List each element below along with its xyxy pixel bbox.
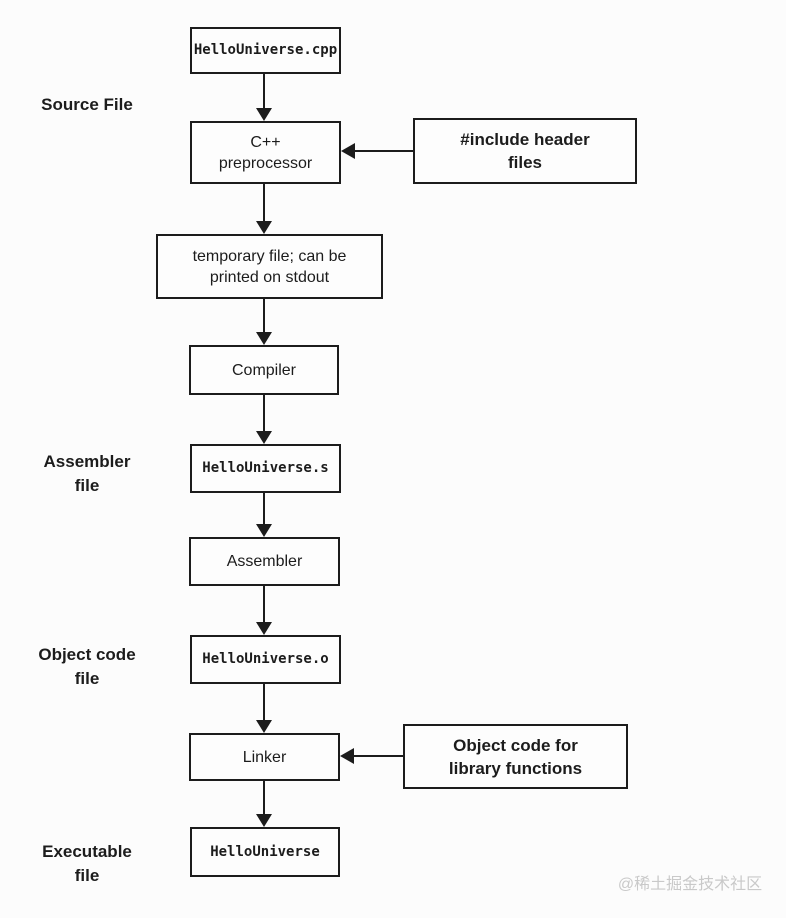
label-assembler-file: Assembler file: [43, 452, 131, 495]
arrow-down-linker-to-executable: [263, 781, 265, 814]
node-library-objects-box: Object code for library functions: [403, 724, 628, 789]
arrow-left-libobjects-to-linker: [354, 755, 403, 757]
node-include-headers-box: #include header files: [413, 118, 637, 184]
node-object-file-box: HelloUniverse.o: [190, 635, 341, 684]
node-preprocessor-box: C++ preprocessor: [190, 121, 341, 184]
node-linker-box: Linker: [189, 733, 340, 781]
arrow-down-cpp-to-preprocessor: [263, 74, 265, 108]
watermark-text: @稀土掘金技术社区: [617, 876, 763, 893]
arrow-down-assembler-to-objfile: [263, 586, 265, 622]
node-executable-box: HelloUniverse: [190, 827, 340, 877]
arrow-left-headers-to-preprocessor: [355, 150, 413, 152]
label-source-file: Source File: [41, 95, 133, 114]
node-assembler-file-box: HelloUniverse.s: [190, 444, 341, 493]
node-compiler-box: Compiler: [189, 345, 339, 395]
arrow-down-preprocessor-to-temp: [263, 184, 265, 221]
node-temp-file-box: temporary file; can be printed on stdout: [156, 234, 383, 299]
arrow-down-objfile-to-linker: [263, 684, 265, 720]
arrow-down-compiler-to-asmfile: [263, 395, 265, 431]
node-assembler-box: Assembler: [189, 537, 340, 586]
label-object-code-file: Object code file: [38, 645, 136, 688]
arrow-down-asmfile-to-assembler: [263, 493, 265, 524]
arrow-down-temp-to-compiler: [263, 299, 265, 332]
label-executable-file: Executable file: [42, 842, 132, 885]
node-source-cpp-box: HelloUniverse.cpp: [190, 27, 341, 74]
